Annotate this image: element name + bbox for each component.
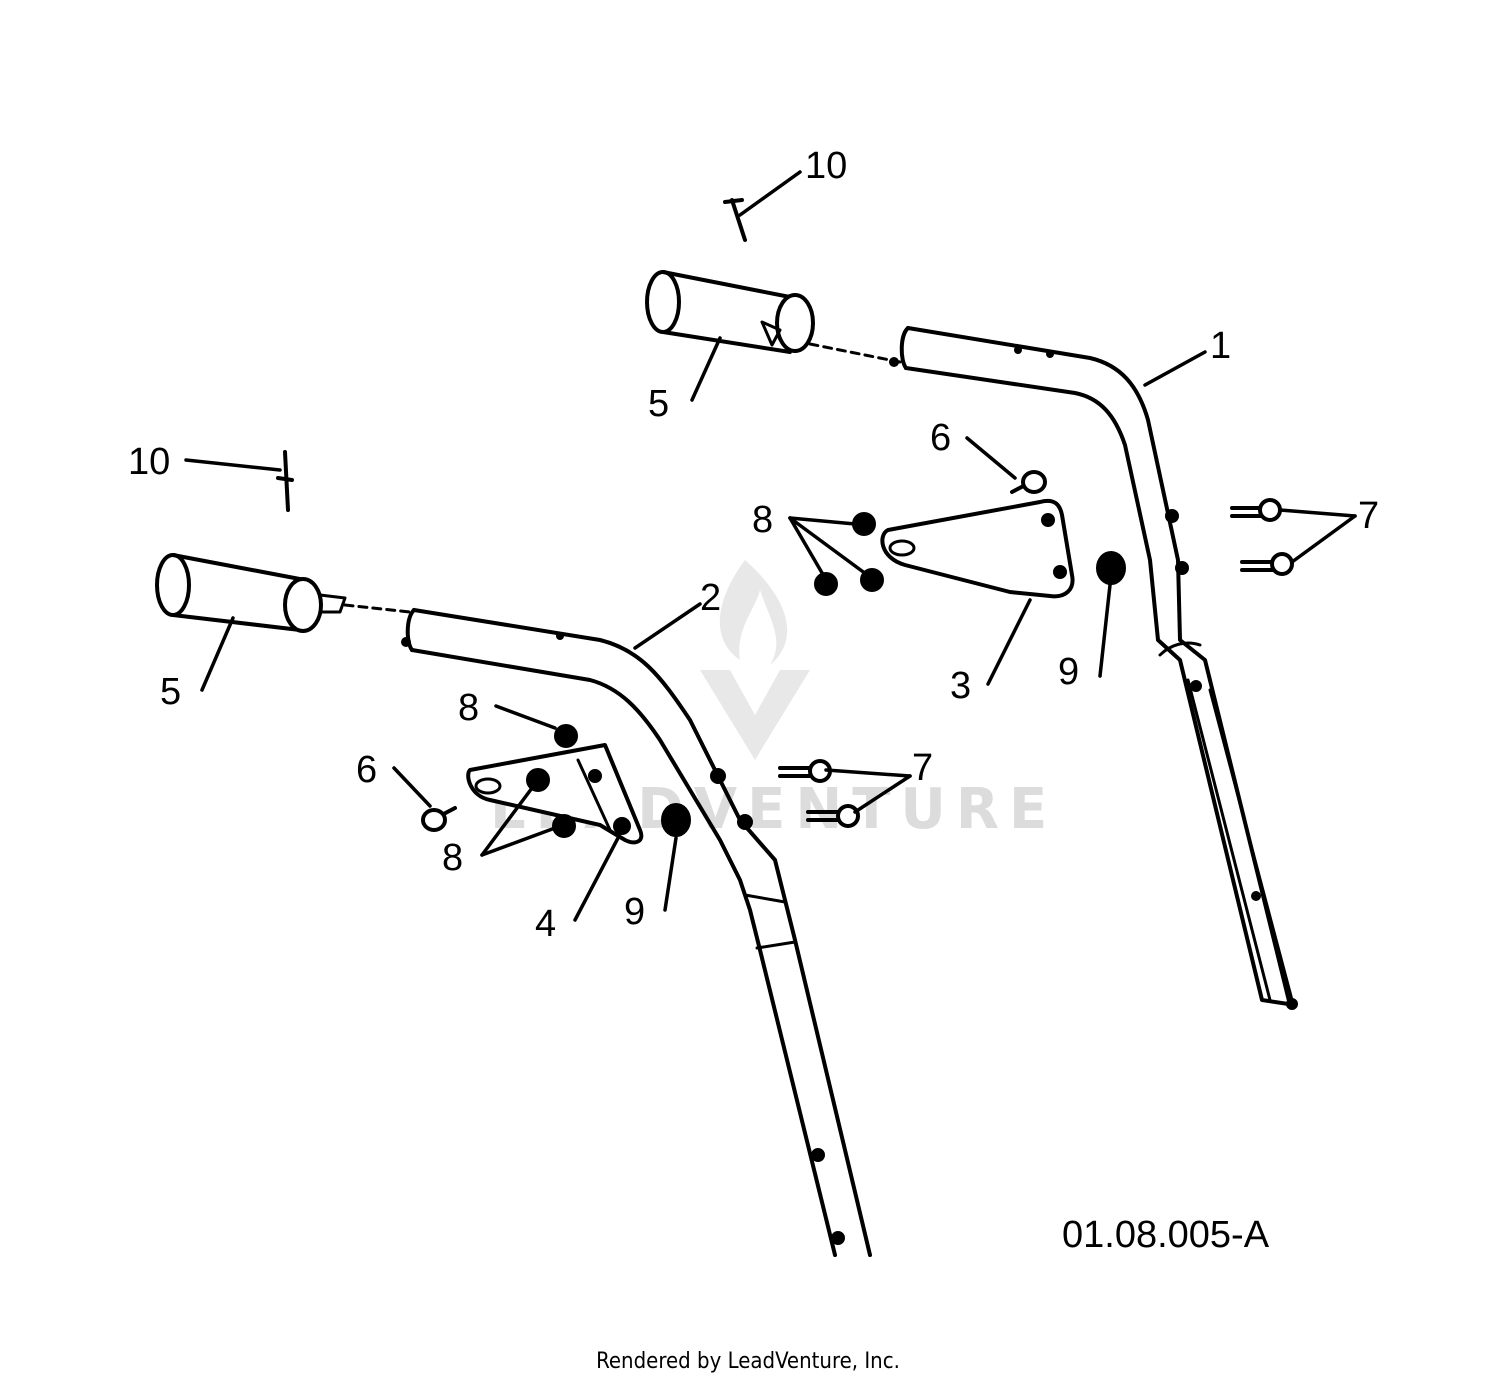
callout-labels: 10 1 5 6 8 7 3 9 10 2 5 8 6 7 8 4 9 [128,145,1379,945]
callout-6-upper: 6 [930,417,951,459]
callout-3: 3 [950,665,971,707]
leader-lines [184,170,1357,922]
fasteners-lower [276,450,860,838]
callout-2: 2 [700,577,721,619]
diagram-reference-code: 01.08.005-A [1062,1214,1270,1256]
bracket-lower [466,743,644,845]
grip-upper [645,270,902,364]
callout-5-lower: 5 [160,671,181,713]
callout-7-upper: 7 [1358,495,1379,537]
callout-8-lower-top: 8 [458,687,479,729]
callout-5-upper: 5 [648,383,669,425]
callout-4: 4 [535,903,556,945]
callout-6-lower: 6 [356,749,377,791]
callout-9-lower: 9 [624,891,645,933]
grip-lower [155,553,412,633]
callout-7-lower: 7 [912,747,933,789]
bracket-upper [880,498,1075,599]
callout-10-upper: 10 [805,145,847,187]
callout-1: 1 [1210,325,1231,367]
handle-lower-left [401,608,872,1257]
fasteners-upper [723,198,1294,596]
footer-credit: Rendered by LeadVenture, Inc. [596,1349,900,1374]
callout-10-lower: 10 [128,441,170,483]
callout-8-upper: 8 [752,499,773,541]
callout-8-lower-bottom: 8 [442,837,463,879]
callout-9-upper: 9 [1058,651,1079,693]
handle-upper-right [889,326,1298,1010]
